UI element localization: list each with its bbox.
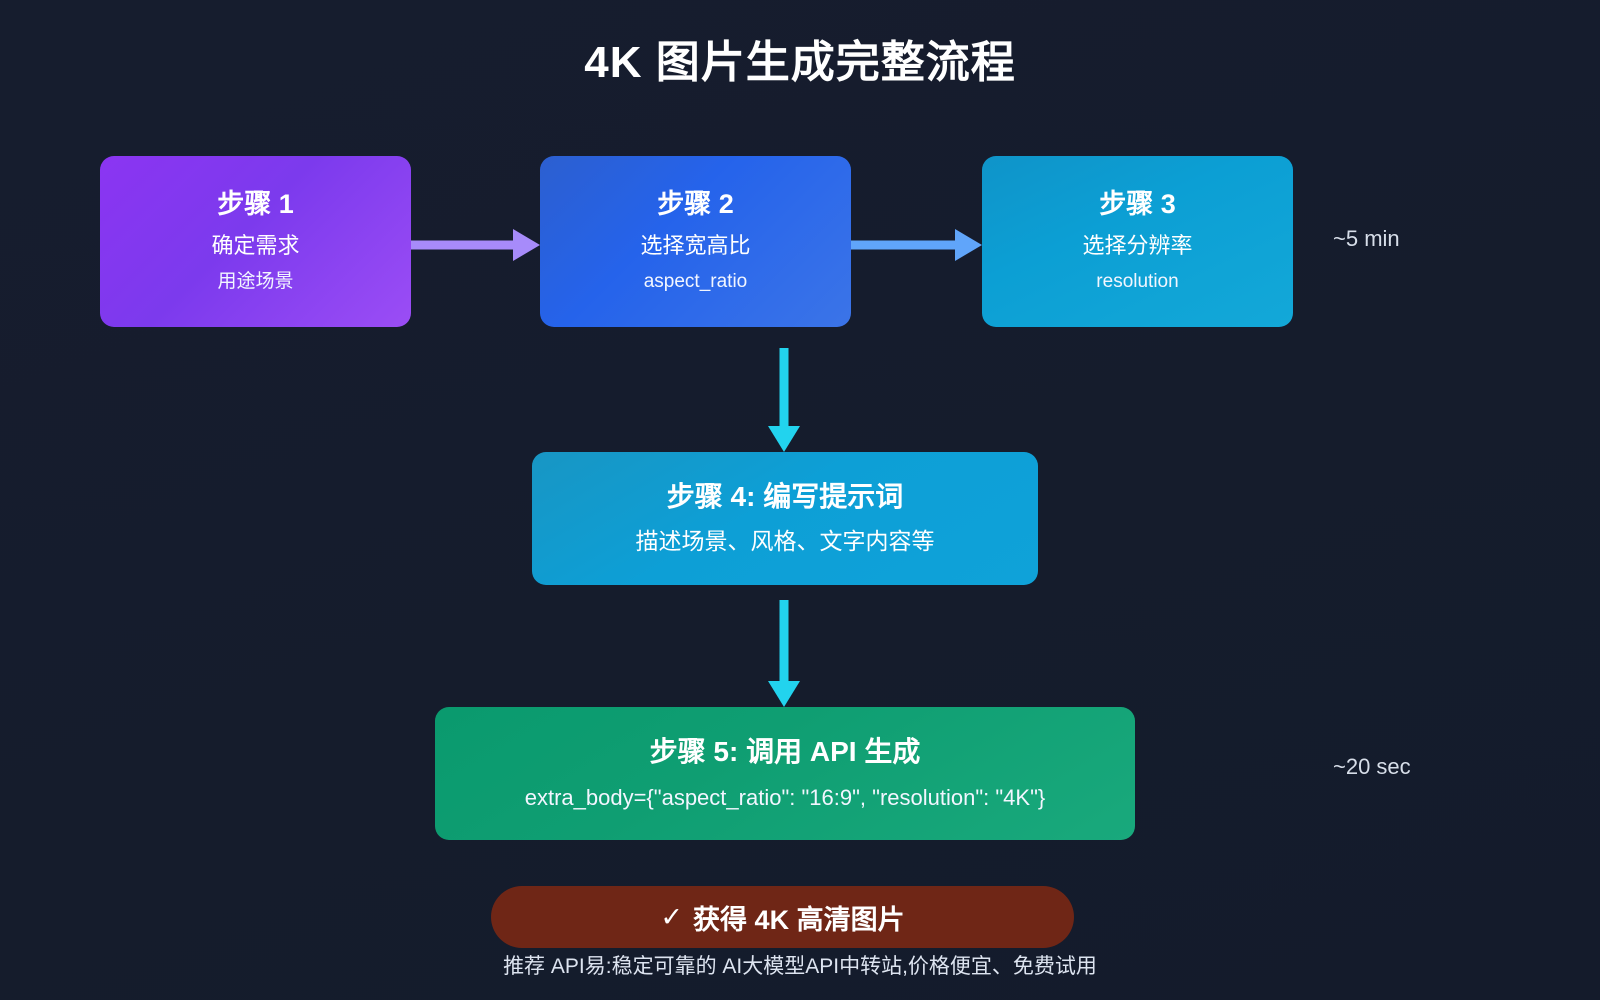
node-step-3-subtitle: 选择分辨率 bbox=[1082, 232, 1193, 258]
footer-note: 推荐 API易:稳定可靠的 AI大模型API中转站,价格便宜、免费试用 bbox=[503, 955, 1097, 978]
node-step-1-title: 步骤 1 bbox=[217, 189, 294, 220]
node-step-5[interactable]: 步骤 5: 调用 API 生成 extra_body={"aspect_rati… bbox=[435, 707, 1135, 840]
node-step-1-detail: 用途场景 bbox=[217, 270, 294, 292]
node-step-2-detail: aspect_ratio bbox=[643, 270, 748, 292]
page-title: 4K 图片生成完整流程 bbox=[584, 38, 1016, 87]
node-step-2-subtitle: 选择宽高比 bbox=[640, 232, 751, 258]
node-step-2[interactable]: 步骤 2 选择宽高比 aspect_ratio bbox=[540, 156, 851, 327]
node-step-4-subtitle: 描述场景、风格、文字内容等 bbox=[635, 528, 935, 555]
result-badge-label: 获得 4K 高清图片 bbox=[693, 904, 905, 935]
node-step-4[interactable]: 步骤 4: 编写提示词 描述场景、风格、文字内容等 bbox=[532, 452, 1038, 585]
arrow-step2-step4 bbox=[768, 348, 800, 452]
time-label-first: ~5 min bbox=[1333, 226, 1400, 251]
node-step-2-title: 步骤 2 bbox=[657, 189, 734, 220]
node-step-3-title: 步骤 3 bbox=[1099, 189, 1176, 220]
node-step-1[interactable]: 步骤 1 确定需求 用途场景 bbox=[100, 156, 411, 327]
arrow-step1-step2 bbox=[411, 229, 540, 261]
result-badge[interactable]: ✓ 获得 4K 高清图片 bbox=[491, 886, 1074, 948]
node-step-1-subtitle: 确定需求 bbox=[211, 232, 300, 258]
node-step-3[interactable]: 步骤 3 选择分辨率 resolution bbox=[982, 156, 1293, 327]
time-label-second: ~20 sec bbox=[1333, 754, 1411, 779]
node-step-3-detail: resolution bbox=[1096, 270, 1179, 292]
check-icon: ✓ bbox=[660, 901, 684, 932]
node-step-5-title: 步骤 5: 调用 API 生成 bbox=[649, 736, 921, 767]
node-step-4-title: 步骤 4: 编写提示词 bbox=[666, 481, 904, 513]
node-step-5-code: extra_body={"aspect_ratio": "16:9", "res… bbox=[524, 784, 1046, 810]
arrow-step2-step3 bbox=[851, 229, 982, 261]
arrow-step4-step5 bbox=[768, 600, 800, 707]
